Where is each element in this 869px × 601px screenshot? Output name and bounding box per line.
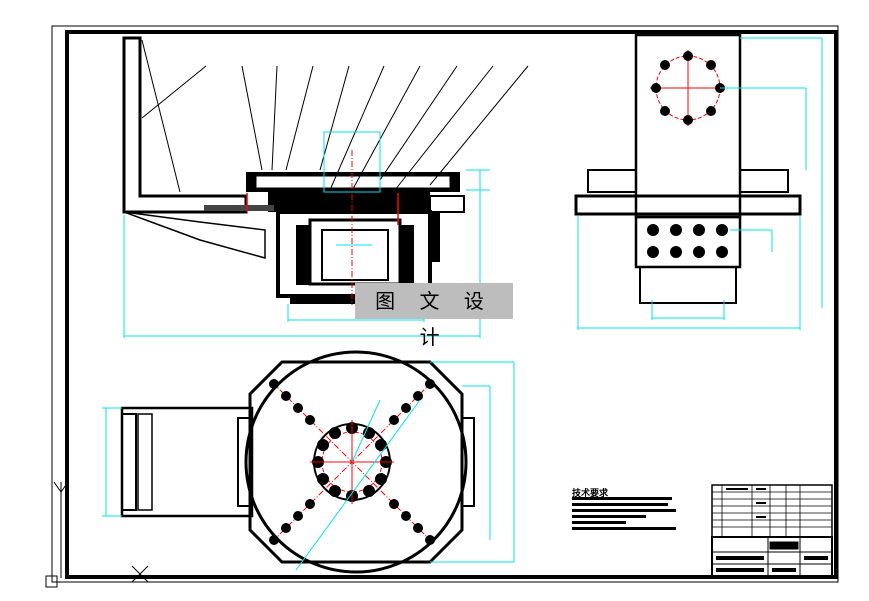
drawing-frame [65,30,838,579]
ucs-icon [45,481,149,588]
balloon-leaders [141,39,529,199]
watermark-overlay: 图 文 设 计 [355,283,513,349]
plan-arm [120,406,254,518]
side-view [574,33,823,330]
title-block-fill [716,488,828,572]
arm-outline [122,36,248,214]
turntable-circle [244,350,468,574]
plan-view [102,350,515,574]
title-block [711,484,833,578]
technical-requirements-title: 技术要求 [572,489,609,499]
technical-notes-lines [572,497,676,530]
housing-body [268,192,430,212]
